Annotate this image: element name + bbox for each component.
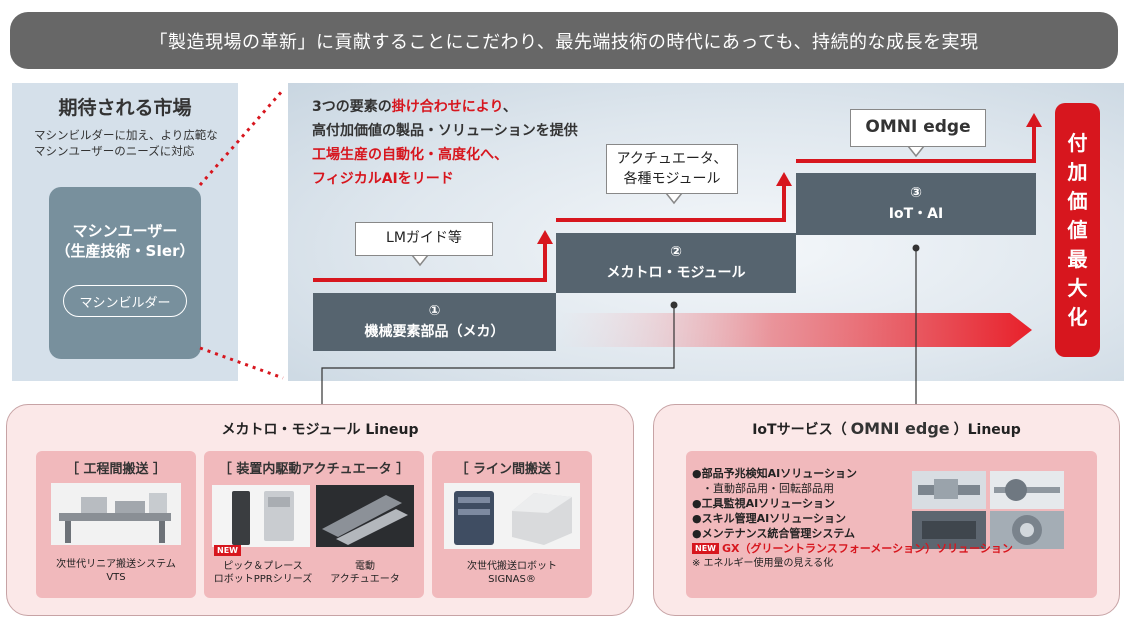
max-char: 大 (1068, 274, 1088, 303)
new-badge: NEW (692, 543, 719, 554)
step-label: 機械要素部品（メカ） (313, 322, 556, 343)
step-label: メカトロ・モジュール (556, 263, 796, 284)
value-statement: 3つの要素の掛け合わせにより、 高付加価値の製品・ソリューションを提供 工場生産… (312, 95, 612, 191)
stair-arrowhead-3 (1026, 113, 1042, 127)
caption-line: ロボットPPRシリーズ (204, 573, 322, 586)
max-char: 付 (1068, 129, 1088, 158)
caption-line: 次世代搬送ロボット (432, 560, 592, 573)
step-mechatronics-module: ② メカトロ・モジュール (556, 233, 796, 293)
max-char: 加 (1068, 158, 1088, 187)
card-head: ［ 装置内駆動アクチュエータ ］ (204, 458, 424, 477)
card-head: ［ 工程間搬送 ］ (36, 458, 196, 477)
callout-tail-lm (412, 255, 428, 265)
value-line3: 工場生産の自動化・高度化へ、 (312, 143, 612, 167)
card-actuator: ［ 装置内駆動アクチュエータ ］ NEW ピック＆プレース ロボットPPRシリー… (204, 451, 424, 598)
caption-line: アクチュエータ (316, 573, 414, 586)
callout-actuator-line1: アクチュエータ、 (607, 149, 737, 169)
actuator-caption: 電動 アクチュエータ (316, 560, 414, 586)
stair-arrowhead-1 (537, 230, 553, 244)
transport-robot-icon (444, 483, 580, 549)
pick-place-robot-icon (212, 485, 310, 547)
ppr-image (212, 485, 310, 547)
iot-item: ●工具監視AIソリューション (692, 496, 1032, 511)
callout-tail-omni (908, 146, 924, 156)
max-char: 価 (1068, 187, 1088, 216)
progress-arrow (560, 313, 1032, 347)
iot-title-a: IoTサービス（ (752, 422, 846, 438)
callout-actuator-line2: 各種モジュール (607, 169, 737, 189)
iot-item: ●メンテナンス統合管理システム (692, 526, 1032, 541)
iot-lineup-title: IoTサービス（ OMNI edge）Lineup (654, 419, 1119, 439)
step-mechanical-parts: ① 機械要素部品（メカ） (313, 293, 556, 351)
value-line1-c: 、 (503, 99, 517, 115)
new-badge: NEW (214, 545, 241, 556)
step-label: IoT・AI (796, 204, 1036, 225)
caption-line: 電動 (316, 560, 414, 573)
callout-tail-act (666, 193, 682, 203)
vts-caption: 次世代リニア搬送システム VTS (36, 558, 196, 584)
step-iot-ai: ③ IoT・AI (796, 173, 1036, 235)
step-number: ③ (796, 183, 1036, 204)
card-process-transfer: ［ 工程間搬送 ］ 次世代リニア搬送システム VTS (36, 451, 196, 598)
electric-actuator-icon (316, 485, 414, 547)
iot-service-list: ●部品予兆検知AIソリューション ・直動部品用・回転部品用 ●工具監視AIソリュ… (692, 466, 1032, 571)
mechatronics-lineup-title: メカトロ・モジュール Lineup (7, 419, 633, 439)
caption-line: SIGNAS® (432, 573, 592, 586)
caption-line: VTS (36, 571, 196, 584)
signas-image (444, 483, 580, 549)
card-line-transfer: ［ ライン間搬送 ］ 次世代搬送ロボット SIGNAS® (432, 451, 592, 598)
max-char: 最 (1068, 245, 1088, 274)
vts-image (51, 483, 181, 545)
max-char: 化 (1068, 303, 1088, 332)
iot-item: ●部品予兆検知AIソリューション (692, 466, 1032, 481)
zoom-line-bottom (200, 348, 283, 378)
iot-title-b: ）Lineup (954, 422, 1021, 438)
max-char: 値 (1068, 216, 1088, 245)
gx-note: ※ エネルギー使用量の見える化 (692, 556, 1032, 571)
value-line2: 高付加価値の製品・ソリューションを提供 (312, 119, 612, 143)
value-line1-highlight: 掛け合わせにより (392, 99, 503, 115)
callout-omni-edge: OMNI edge (850, 109, 986, 147)
gx-solution: GX（グリーントランスフォーメーション）ソリューション (722, 542, 1013, 555)
value-line4: フィジカルAIをリード (312, 167, 612, 191)
card-head: ［ ライン間搬送 ］ (432, 458, 592, 477)
linear-transport-icon (51, 483, 181, 545)
step-number: ② (556, 242, 796, 263)
iot-item: ●スキル管理AIソリューション (692, 511, 1032, 526)
step-number: ① (313, 301, 556, 322)
signas-caption: 次世代搬送ロボット SIGNAS® (432, 560, 592, 586)
ppr-caption: ピック＆プレース ロボットPPRシリーズ (204, 560, 322, 586)
actuator-image (316, 485, 414, 547)
iot-title-omni: OMNI edge (851, 419, 950, 438)
callout-lm-guide: LMガイド等 (355, 222, 493, 256)
caption-line: ピック＆プレース (204, 560, 322, 573)
value-line1-a: 3つの要素の (312, 99, 392, 115)
zoom-line-top (200, 90, 283, 185)
caption-line: 次世代リニア搬送システム (36, 558, 196, 571)
callout-actuator: アクチュエータ、 各種モジュール (606, 144, 738, 194)
iot-item-sub: ・直動部品用・回転部品用 (692, 481, 1032, 496)
stair-arrowhead-2 (776, 172, 792, 186)
maximize-value-box: 付 加 価 値 最 大 化 (1055, 103, 1100, 357)
value-line1: 3つの要素の掛け合わせにより、 (312, 95, 612, 119)
